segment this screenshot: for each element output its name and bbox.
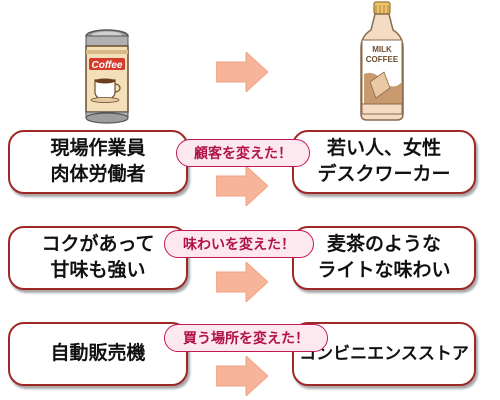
bottle-label-line1: MILK: [372, 45, 392, 54]
row2-before-line2: 甘味も強い: [50, 259, 146, 281]
top-right-arrow-icon: [215, 50, 269, 94]
row1-arrow-icon: [215, 164, 269, 208]
row2-before-line1: コクがあって: [41, 233, 155, 256]
row2-after-box: 麦茶のような ライトな味わい: [292, 226, 476, 290]
row1-before-line2: 肉体労働者: [50, 163, 146, 185]
row1-after-box: 若い人、女性 デスクワーカー: [292, 130, 476, 194]
milk-coffee-bottle-icon: MILK COFFEE: [350, 0, 414, 124]
row1-before-box: 現場作業員 肉体労働者: [8, 130, 188, 194]
row1-after-line2: デスクワーカー: [317, 163, 451, 185]
row2-after-line1: 麦茶のような: [326, 233, 441, 256]
row3-arrow-icon: [215, 354, 269, 398]
row2-change-badge: 味わいを変えた！: [164, 230, 314, 258]
can-label: Coffee: [92, 60, 123, 71]
bottle-label-line2: COFFEE: [366, 55, 399, 64]
row3-before-box: 自動販売機: [8, 322, 188, 386]
row3-after-line1: コンビニエンスストア: [299, 343, 469, 364]
row1-after-line1: 若い人、女性: [326, 137, 441, 160]
coffee-can-icon: Coffee: [78, 26, 136, 126]
row3-after-box: コンビニエンスストア: [292, 322, 476, 386]
row1-change-badge: 顧客を変えた！: [176, 139, 310, 167]
row3-before-line1: 自動販売機: [50, 342, 146, 365]
row3-change-badge: 買う場所を変えた！: [164, 324, 328, 352]
row2-after-line2: ライトな味わい: [317, 259, 451, 281]
row2-arrow-icon: [215, 260, 269, 304]
row1-before-line1: 現場作業員: [50, 137, 146, 160]
row2-before-box: コクがあって 甘味も強い: [8, 226, 188, 290]
